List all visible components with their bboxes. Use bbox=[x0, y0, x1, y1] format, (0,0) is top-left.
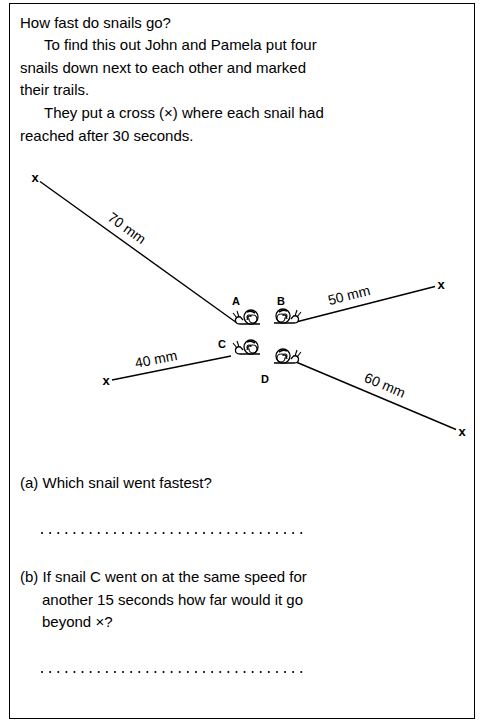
snail-figure bbox=[274, 309, 301, 323]
snail-figure bbox=[233, 310, 260, 324]
snail-letter: B bbox=[277, 296, 285, 307]
cross-mark: x bbox=[31, 171, 38, 184]
snail-trail bbox=[40, 182, 237, 324]
distance-label: 40 mm bbox=[134, 348, 179, 370]
distance-label: 70 mm bbox=[106, 210, 149, 246]
snail-figure bbox=[233, 340, 260, 354]
cross-mark: x bbox=[458, 425, 465, 438]
distance-label: 60 mm bbox=[363, 370, 408, 400]
question-frame: How fast do snails go?To find this out J… bbox=[9, 3, 475, 719]
answer-line bbox=[42, 671, 306, 673]
distance-label: 50 mm bbox=[327, 283, 372, 307]
cross-mark: x bbox=[102, 374, 109, 387]
snail-letter: A bbox=[232, 296, 240, 307]
snail-letter: C bbox=[218, 339, 226, 350]
question-text: They put a cross (×) where each snail ha… bbox=[20, 102, 330, 147]
snail-trail bbox=[296, 362, 456, 430]
snail-letter: D bbox=[261, 374, 269, 385]
question-text: To find this out John and Pamela put fou… bbox=[20, 34, 330, 102]
answer-line bbox=[42, 532, 306, 534]
snail-figure bbox=[274, 349, 301, 363]
cross-mark: x bbox=[437, 278, 444, 291]
heading: How fast do snails go? bbox=[20, 12, 350, 35]
question-part: (b) If snail C went on at the same speed… bbox=[20, 566, 330, 634]
question-part: (a) Which snail went fastest? bbox=[20, 472, 330, 495]
